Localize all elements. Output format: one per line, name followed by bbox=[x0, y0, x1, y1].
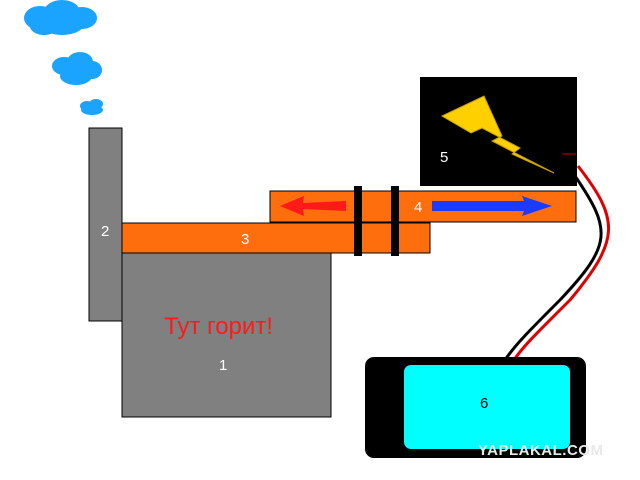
furnace-block bbox=[121, 252, 332, 418]
watermark: YAPLAKAL.COM bbox=[478, 442, 603, 459]
label-pipe: 3 bbox=[241, 231, 249, 248]
label-chimney: 2 bbox=[101, 223, 109, 240]
cloud-icon bbox=[24, 0, 97, 35]
cloud-icon bbox=[80, 99, 103, 115]
arrow-left-icon bbox=[280, 196, 346, 216]
label-generator: 5 bbox=[440, 149, 448, 166]
wire-black bbox=[503, 175, 603, 361]
fire-text: Тут горит! bbox=[164, 313, 273, 340]
clamp-right bbox=[391, 186, 399, 256]
chimney-block bbox=[88, 127, 123, 322]
label-outer-pipe: 4 bbox=[414, 199, 422, 216]
wire-red bbox=[512, 165, 611, 361]
arrow-right-icon bbox=[432, 196, 552, 216]
lightning-icon bbox=[440, 95, 555, 174]
label-battery: 6 bbox=[480, 395, 488, 412]
battery-display bbox=[404, 365, 570, 449]
pipe-block bbox=[121, 222, 431, 254]
clamp-left bbox=[354, 186, 362, 256]
label-furnace: 1 bbox=[219, 357, 227, 374]
cloud-icon bbox=[52, 52, 102, 85]
